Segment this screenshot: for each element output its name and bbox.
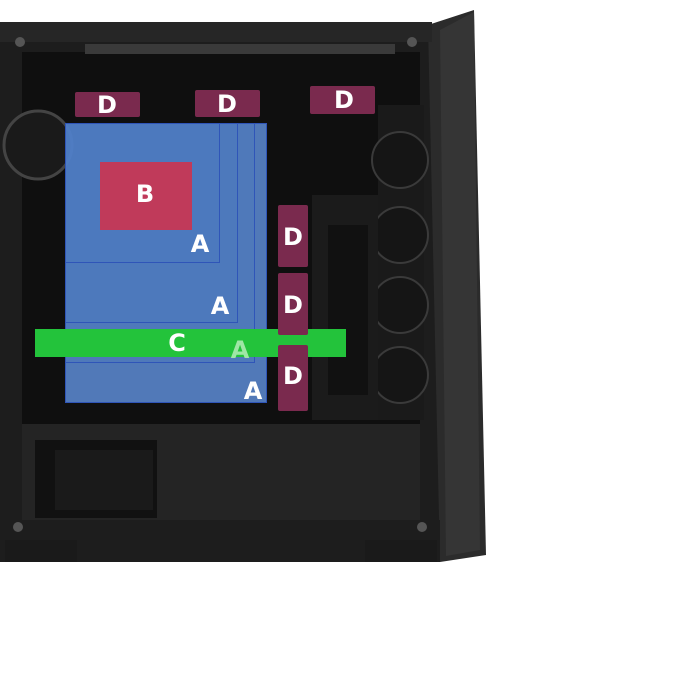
zone-d-side-2 <box>278 273 308 335</box>
zone-b-cpu-cooler <box>100 162 192 230</box>
zone-d-top-1 <box>75 92 140 117</box>
label-d-side-2: D <box>283 291 303 319</box>
label-a-1: A <box>190 230 210 258</box>
label-d-top-2: D <box>217 90 237 118</box>
zone-d-top-3 <box>310 86 375 114</box>
zone-d-side-1 <box>278 205 308 267</box>
zone-d-side-3 <box>278 345 308 411</box>
label-d-top-3: D <box>334 86 354 114</box>
label-d-side-1: D <box>283 223 303 251</box>
zone-d-top-2 <box>195 90 260 117</box>
label-a-2: A <box>210 292 230 320</box>
label-a-4: A <box>243 377 263 405</box>
label-a-3: A <box>230 336 250 364</box>
label-c: C <box>168 329 186 357</box>
label-d-side-3: D <box>283 362 303 390</box>
label-b: B <box>135 180 155 208</box>
label-d-top-1: D <box>97 91 117 119</box>
